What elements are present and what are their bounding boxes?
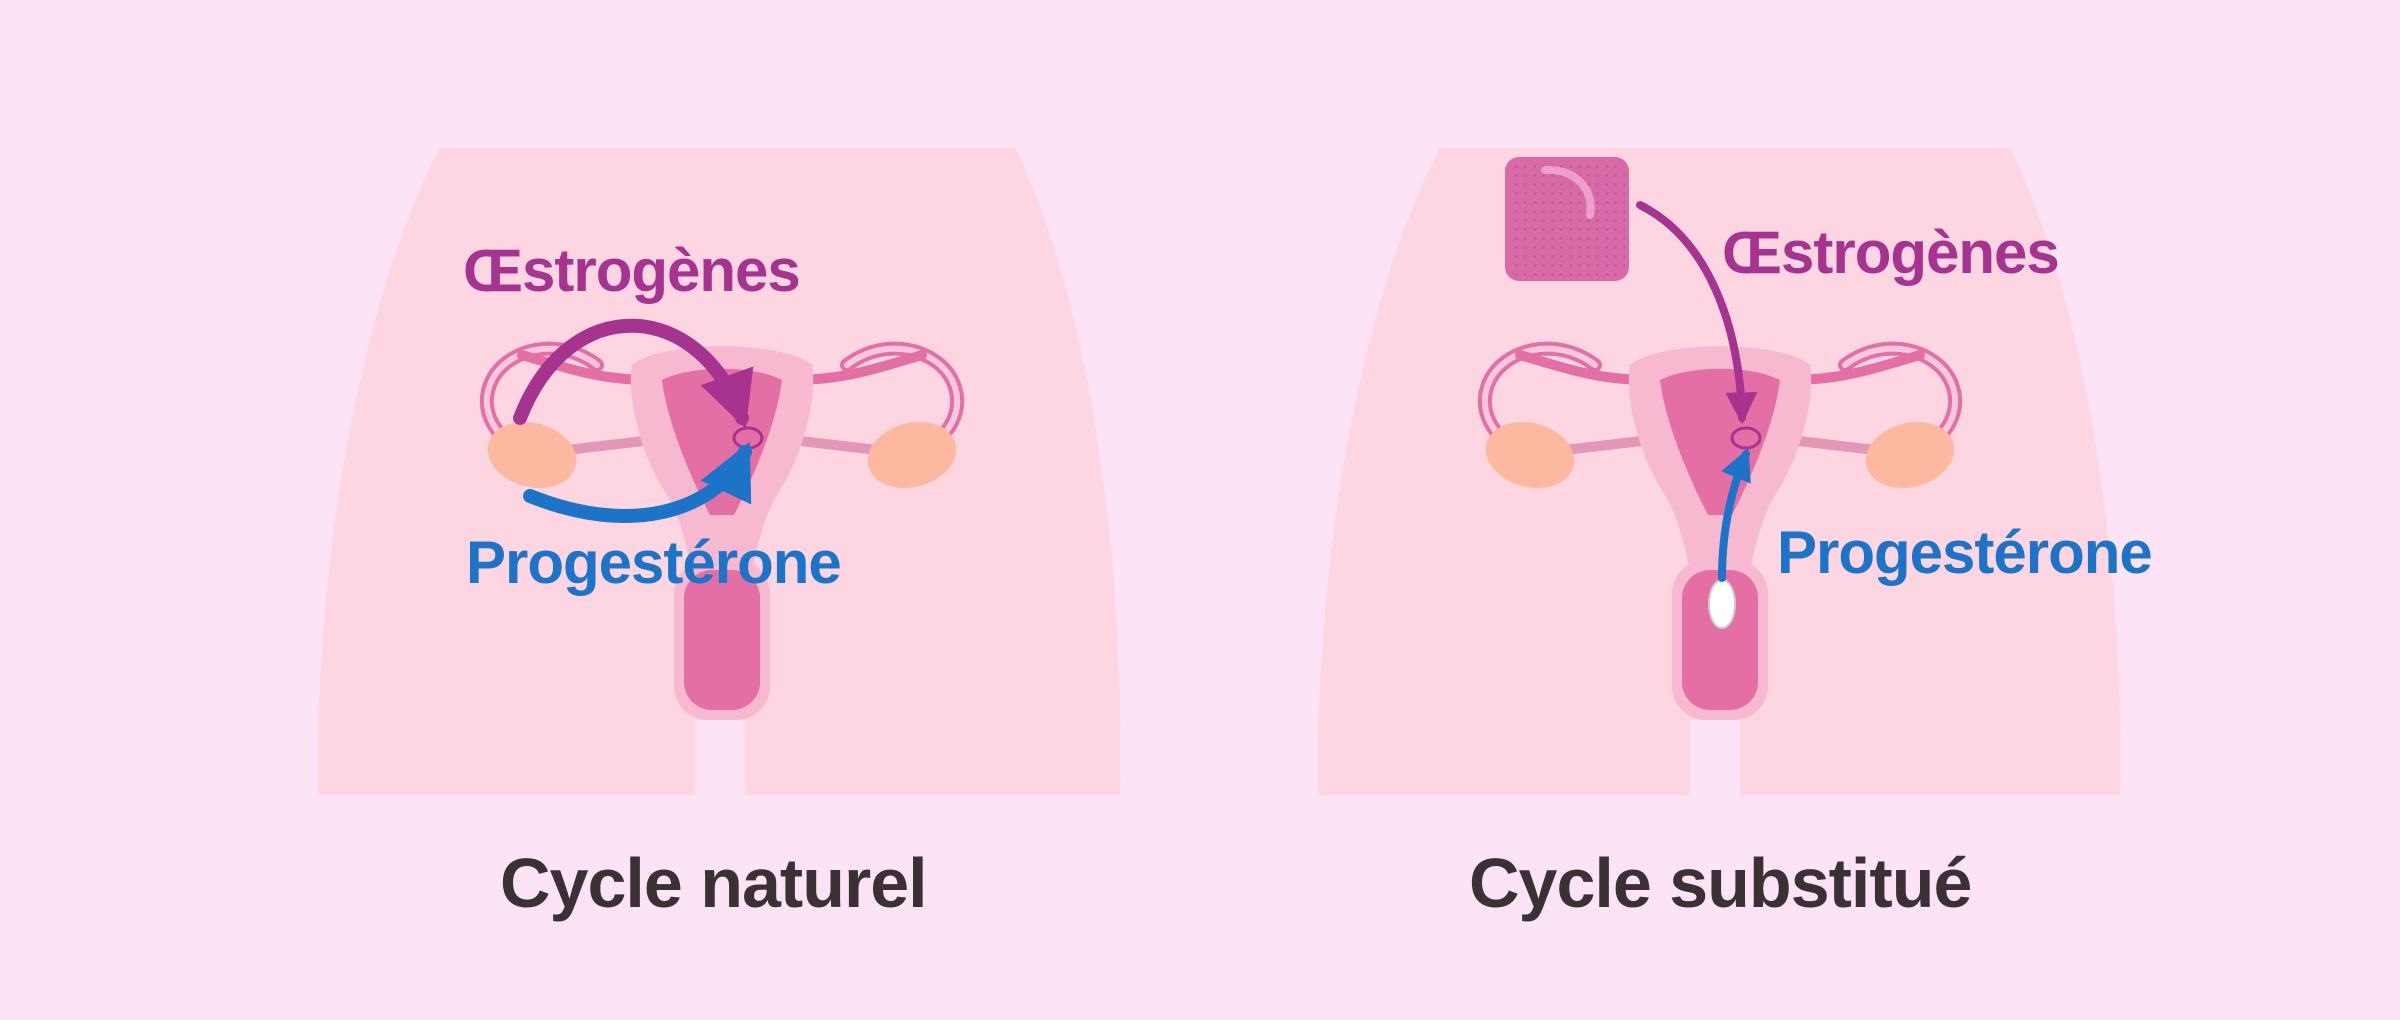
panel-title-left: Cycle naturel: [500, 844, 928, 922]
estrogen-label-right: Œstrogènes: [1722, 219, 2060, 286]
implantation-target-right: [1730, 426, 1762, 450]
progesterone-arrow-left: [523, 441, 752, 523]
estrogen-label-left: Œstrogènes: [463, 237, 801, 304]
estrogen-arrow-right: [1636, 201, 1758, 425]
estrogen-arrow-left: [513, 318, 754, 429]
vaginal-capsule-icon: [1708, 579, 1736, 629]
progesterone-label-left: Progestérone: [466, 529, 842, 596]
progesterone-arrow-right: [1718, 448, 1751, 582]
estrogen-patch-icon: [1505, 157, 1629, 281]
progesterone-label-right: Progestérone: [1777, 519, 2153, 586]
panel-title-right: Cycle substitué: [1469, 844, 1972, 922]
